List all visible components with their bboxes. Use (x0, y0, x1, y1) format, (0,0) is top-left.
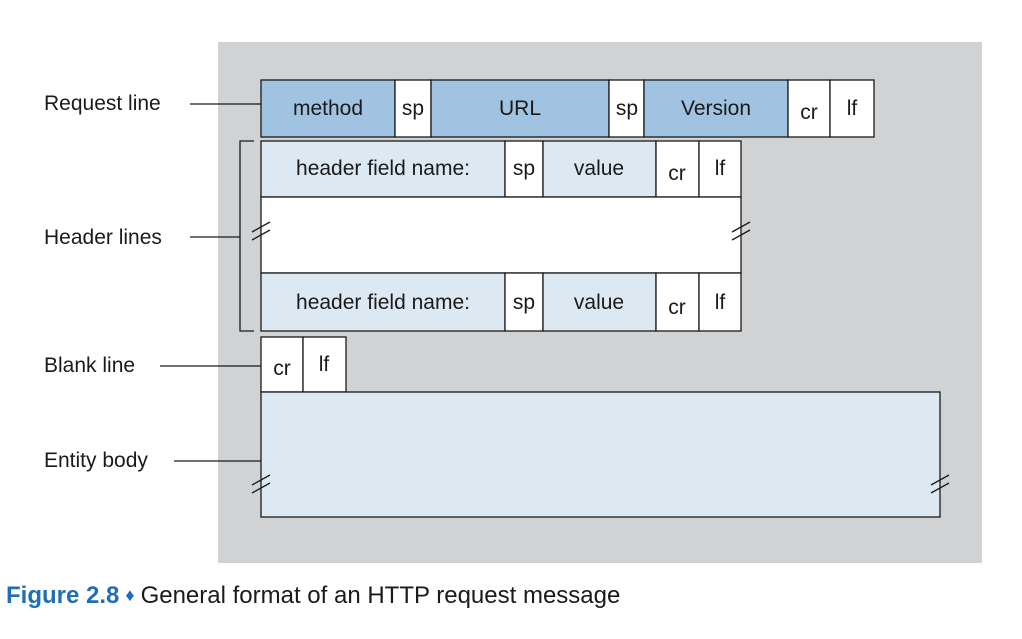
figure-number: Figure 2.8 (6, 582, 120, 609)
cr-cell-request (787, 79, 831, 138)
version-cell (643, 79, 789, 138)
caption-separator: ♦ (125, 585, 135, 605)
cr-text-request: cr (800, 101, 818, 124)
label-request-line: Request line (44, 92, 161, 115)
header-value-cell-1 (542, 140, 657, 198)
header-cr-text-1: cr (668, 162, 686, 185)
header-lf-cell-1 (698, 140, 742, 198)
header-lf-text-1: lf (715, 157, 726, 180)
lf-text-request: lf (847, 97, 858, 120)
blank-lf-text: lf (319, 353, 330, 376)
sp-cell-2 (608, 79, 645, 138)
label-blank-line: Blank line (44, 354, 135, 377)
caption-text: General format of an HTTP request messag… (140, 582, 621, 609)
lf-cell-request (829, 79, 875, 138)
http-request-diagram: method sp URL sp Version cr lf header fi… (44, 42, 982, 563)
header-cr-cell-2 (655, 272, 700, 332)
method-text: method (293, 97, 363, 120)
header-line-2 (260, 272, 742, 332)
blank-line-row (260, 336, 347, 393)
sp-text-1: sp (402, 97, 424, 120)
sp-text-2: sp (616, 97, 638, 120)
header-name-cell-2 (260, 272, 506, 332)
header-sp-cell-1 (504, 140, 544, 198)
header-lines-gap (260, 196, 742, 274)
sp-cell-1 (394, 79, 432, 138)
url-cell (430, 79, 610, 138)
blank-cr-cell (260, 336, 304, 393)
version-text: Version (681, 97, 751, 120)
header-cr-text-2: cr (668, 296, 686, 319)
header-sp-text-2: sp (513, 291, 535, 314)
blank-lf-cell (302, 336, 347, 393)
header-lf-text-2: lf (715, 291, 726, 314)
url-text: URL (499, 97, 541, 120)
header-value-text-1: value (574, 157, 624, 180)
request-line-row (260, 79, 875, 138)
header-value-text-2: value (574, 291, 624, 314)
header-lines-bracket (239, 140, 254, 332)
label-header-lines: Header lines (44, 226, 162, 249)
method-cell (260, 79, 396, 138)
header-line-1 (260, 140, 742, 198)
entity-body-box (260, 391, 941, 518)
header-lf-cell-2 (698, 272, 742, 332)
figure-caption: Figure 2.8♦General format of an HTTP req… (6, 582, 620, 610)
break-marks-header (251, 221, 751, 241)
blank-cr-text: cr (273, 357, 291, 380)
header-sp-text-1: sp (513, 157, 535, 180)
header-name-text-1: header field name: (296, 157, 470, 180)
header-sp-cell-2 (504, 272, 544, 332)
break-marks-entity (251, 474, 950, 494)
header-name-cell-1 (260, 140, 506, 198)
label-entity-body: Entity body (44, 449, 148, 472)
header-value-cell-2 (542, 272, 657, 332)
header-name-text-2: header field name: (296, 291, 470, 314)
